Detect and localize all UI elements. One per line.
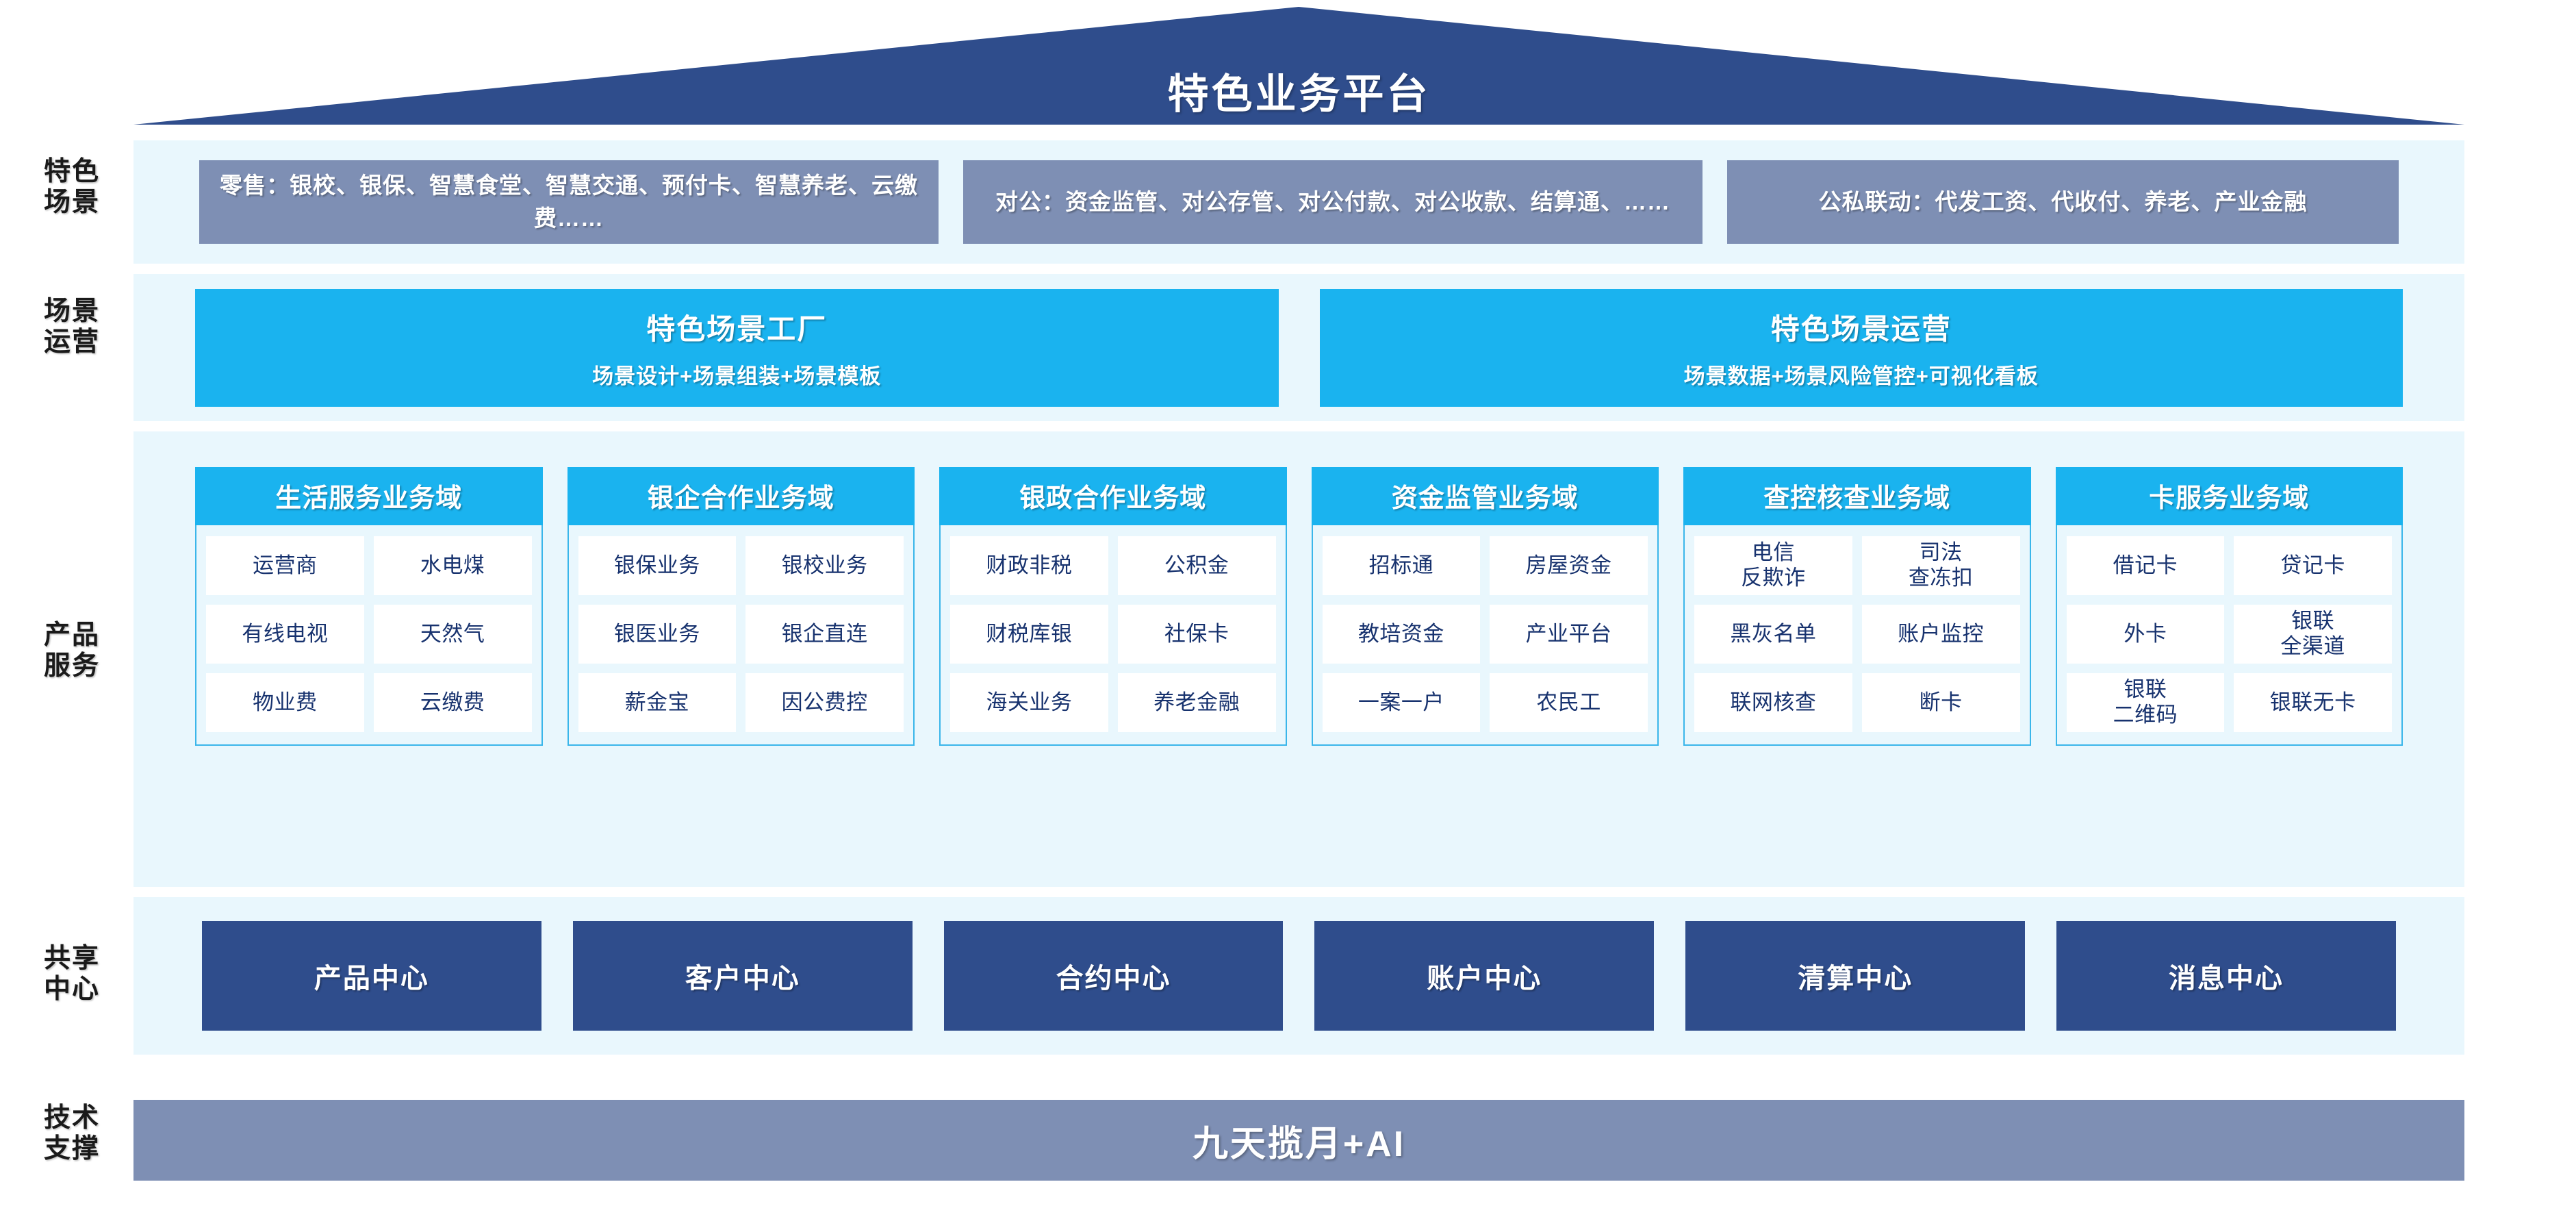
product-item[interactable]: 招标通 (1322, 536, 1481, 595)
product-item[interactable]: 海关业务 (950, 673, 1108, 732)
product-domain-title: 银政合作业务域 (939, 467, 1287, 525)
shared-centers-band: 产品中心 客户中心 合约中心 账户中心 清算中心 消息中心 (133, 897, 2464, 1055)
product-item[interactable]: 产业平台 (1490, 605, 1648, 664)
rail-label-tech-support: 技术 支撑 (21, 1103, 123, 1164)
product-item[interactable]: 天然气 (373, 605, 532, 664)
product-item[interactable]: 一案一户 (1322, 673, 1481, 732)
product-item[interactable]: 公积金 (1117, 536, 1276, 595)
shared-center-account[interactable]: 账户中心 (1314, 921, 1655, 1031)
operations-box-scene-factory[interactable]: 特色场景工厂 场景设计+场景组装+场景模板 (195, 288, 1279, 407)
product-domain-items: 招标通 房屋资金 教培资金 产业平台 一案一户 农民工 (1311, 525, 1659, 746)
product-item[interactable]: 银保业务 (578, 536, 737, 595)
rail-label-line1: 产品 (43, 620, 100, 650)
product-item[interactable]: 断卡 (1861, 673, 2020, 732)
scenarios-band: 零售：银校、银保、智慧食堂、智慧交通、预付卡、智慧养老、云缴费…… 对公：资金监… (133, 140, 2464, 264)
scenarios-row: 零售：银校、银保、智慧食堂、智慧交通、预付卡、智慧养老、云缴费…… 对公：资金监… (133, 140, 2464, 264)
platform-roof-banner: 特色业务平台 (133, 7, 2464, 130)
product-item[interactable]: 贷记卡 (2234, 536, 2392, 595)
rail-label-line2: 运营 (43, 327, 100, 357)
product-item[interactable]: 银联 二维码 (2066, 673, 2225, 732)
product-item[interactable]: 账户监控 (1861, 605, 2020, 664)
product-domain-title: 银企合作业务域 (567, 467, 915, 525)
operations-box-scene-operation[interactable]: 特色场景运营 场景数据+场景风险管控+可视化看板 (1319, 288, 2403, 407)
scenario-box-retail[interactable]: 零售：银校、银保、智慧食堂、智慧交通、预付卡、智慧养老、云缴费…… (199, 160, 939, 244)
operations-title: 特色场景运营 (1770, 312, 1952, 345)
product-item[interactable]: 农民工 (1490, 673, 1648, 732)
operations-band: 特色场景工厂 场景设计+场景组装+场景模板 特色场景运营 场景数据+场景风险管控… (133, 274, 2464, 421)
product-item[interactable]: 联网核查 (1694, 673, 1852, 732)
rail-label-operations: 场景 运营 (21, 296, 123, 357)
product-domain-column-fund-supervision: 资金监管业务域 招标通 房屋资金 教培资金 产业平台 一案一户 农民工 (1311, 467, 1659, 746)
shared-center-contract[interactable]: 合约中心 (943, 921, 1284, 1031)
product-item[interactable]: 借记卡 (2066, 536, 2225, 595)
rail-label-scenarios: 特色 场景 (21, 156, 123, 218)
rail-label-line1: 共享 (43, 944, 100, 973)
product-domain-items: 借记卡 贷记卡 外卡 银联 全渠道 银联 二维码 银联无卡 (2055, 525, 2403, 746)
product-item[interactable]: 水电煤 (373, 536, 532, 595)
product-item[interactable]: 电信 反欺诈 (1694, 536, 1852, 595)
product-item[interactable]: 银医业务 (578, 605, 737, 664)
operations-title: 特色场景工厂 (646, 312, 828, 345)
product-item[interactable]: 社保卡 (1117, 605, 1276, 664)
product-item[interactable]: 物业费 (206, 673, 364, 732)
product-domain-title: 资金监管业务域 (1311, 467, 1659, 525)
shared-center-customer[interactable]: 客户中心 (572, 921, 913, 1031)
product-domain-items: 财政非税 公积金 财税库银 社保卡 海关业务 养老金融 (939, 525, 1287, 746)
product-domain-items: 电信 反欺诈 司法 查冻扣 黑灰名单 账户监控 联网核查 断卡 (1683, 525, 2031, 746)
product-item[interactable]: 云缴费 (373, 673, 532, 732)
product-domains-row: 生活服务业务域 运营商 水电煤 有线电视 天然气 物业费 云缴费 银企合作业务域… (133, 431, 2464, 887)
operations-subtitle: 场景设计+场景组装+场景模板 (592, 364, 882, 388)
product-item[interactable]: 因公费控 (745, 673, 904, 732)
rail-label-line2: 支撑 (43, 1134, 100, 1164)
product-domain-column-investigation: 查控核查业务域 电信 反欺诈 司法 查冻扣 黑灰名单 账户监控 联网核查 断卡 (1683, 467, 2031, 746)
shared-centers-row: 产品中心 客户中心 合约中心 账户中心 清算中心 消息中心 (133, 897, 2464, 1055)
rail-label-line1: 技术 (43, 1103, 100, 1133)
rail-label-line2: 中心 (43, 975, 100, 1005)
rail-label-shared-centers: 共享 中心 (21, 943, 123, 1005)
product-domain-title: 生活服务业务域 (195, 467, 543, 525)
product-item[interactable]: 薪金宝 (578, 673, 737, 732)
rail-label-line1: 特色 (43, 157, 100, 186)
product-item[interactable]: 银企直连 (745, 605, 904, 664)
product-item[interactable]: 银联无卡 (2234, 673, 2392, 732)
product-item[interactable]: 有线电视 (206, 605, 364, 664)
shared-center-settlement[interactable]: 清算中心 (1685, 921, 2026, 1031)
product-item[interactable]: 外卡 (2066, 605, 2225, 664)
product-item[interactable]: 房屋资金 (1490, 536, 1648, 595)
roof-triangle-shape (133, 7, 2464, 125)
product-item[interactable]: 养老金融 (1117, 673, 1276, 732)
scenario-box-public-private[interactable]: 公私联动：代发工资、代收付、养老、产业金融 (1727, 160, 2399, 244)
rail-label-line1: 场景 (43, 297, 100, 326)
product-domain-column-life-services: 生活服务业务域 运营商 水电煤 有线电视 天然气 物业费 云缴费 (195, 467, 543, 746)
product-item[interactable]: 黑灰名单 (1694, 605, 1852, 664)
product-domain-items: 运营商 水电煤 有线电视 天然气 物业费 云缴费 (195, 525, 543, 746)
product-item[interactable]: 运营商 (206, 536, 364, 595)
product-domain-column-card-services: 卡服务业务域 借记卡 贷记卡 外卡 银联 全渠道 银联 二维码 银联无卡 (2055, 467, 2403, 746)
tech-support-bar[interactable]: 九天揽月+AI (133, 1100, 2464, 1181)
operations-subtitle: 场景数据+场景风险管控+可视化看板 (1683, 364, 2039, 388)
product-item[interactable]: 银校业务 (745, 536, 904, 595)
rail-label-line2: 服务 (43, 651, 100, 681)
rail-label-line2: 场景 (43, 188, 100, 218)
shared-center-product[interactable]: 产品中心 (202, 921, 541, 1031)
page-title: 特色业务平台 (1167, 71, 1431, 117)
product-services-band: 生活服务业务域 运营商 水电煤 有线电视 天然气 物业费 云缴费 银企合作业务域… (133, 431, 2464, 887)
product-domain-column-bank-government: 银政合作业务域 财政非税 公积金 财税库银 社保卡 海关业务 养老金融 (939, 467, 1287, 746)
product-item[interactable]: 教培资金 (1322, 605, 1481, 664)
product-item[interactable]: 司法 查冻扣 (1861, 536, 2020, 595)
scenario-box-corporate[interactable]: 对公：资金监管、对公存管、对公付款、对公收款、结算通、…… (963, 160, 1703, 244)
product-item[interactable]: 财税库银 (950, 605, 1108, 664)
product-item[interactable]: 财政非税 (950, 536, 1108, 595)
product-domain-column-bank-enterprise: 银企合作业务域 银保业务 银校业务 银医业务 银企直连 薪金宝 因公费控 (567, 467, 915, 746)
product-domain-title: 查控核查业务域 (1683, 467, 2031, 525)
shared-center-message[interactable]: 消息中心 (2056, 921, 2396, 1031)
rail-label-products: 产品 服务 (21, 620, 123, 681)
product-item[interactable]: 银联 全渠道 (2234, 605, 2392, 664)
product-domain-items: 银保业务 银校业务 银医业务 银企直连 薪金宝 因公费控 (567, 525, 915, 746)
operations-row: 特色场景工厂 场景设计+场景组装+场景模板 特色场景运营 场景数据+场景风险管控… (133, 274, 2464, 421)
product-domain-title: 卡服务业务域 (2055, 467, 2403, 525)
